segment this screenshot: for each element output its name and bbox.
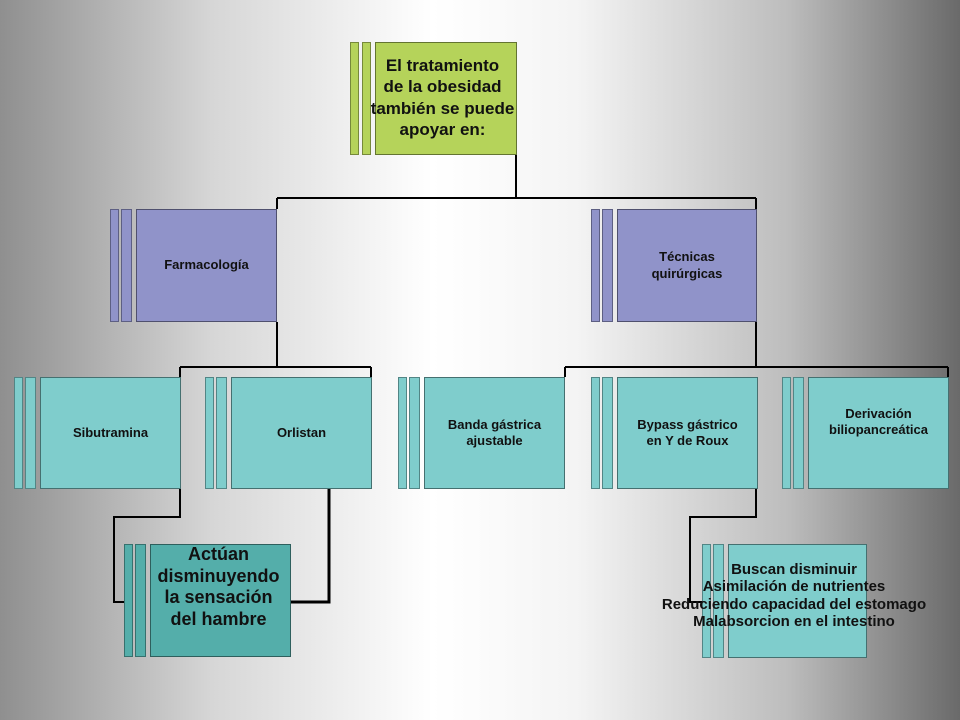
connector-pharmacology [179,322,372,377]
orlistan-node: Orlistan [205,377,372,489]
connector-orlistan-note [290,489,331,604]
surgery-goal-label: Buscan disminuir Asimilación de nutrient… [661,561,927,630]
derivacion-node: Derivación biliopancreática [782,377,949,489]
orlistan-label: Orlistan [276,424,327,440]
connector-bypass-note [689,489,757,603]
banda-gastrica-node: Banda gástrica ajustable [398,377,565,489]
connector-surgery [564,322,949,377]
banda-gastrica-label: Banda gástrica ajustable [447,416,542,448]
surgery-goal-node [702,544,867,658]
root-label: El tratamiento de la obesidad también se… [370,56,515,139]
connector-root [276,155,757,209]
bypass-node: Bypass gástrico en Y de Roux [591,377,758,489]
bypass-label: Bypass gástrico en Y de Roux [637,416,738,448]
hunger-note-node: Actúan disminuyendo la sensación del ham… [124,544,291,657]
surgery-node: Técnicas quirúrgicas [591,209,757,322]
pharmacology-label: Farmacología [164,257,249,273]
derivacion-label: Derivación biliopancreática [829,406,928,438]
surgery-label: Técnicas quirúrgicas [651,249,723,281]
root-node: El tratamiento de la obesidad también se… [350,42,517,155]
sibutramina-node: Sibutramina [14,377,181,489]
sibutramina-label: Sibutramina [72,424,149,440]
pharmacology-node: Farmacología [110,209,277,322]
connector-sibutramina-note [113,489,181,603]
hunger-note-label: Actúan disminuyendo la sensación del ham… [157,544,280,629]
